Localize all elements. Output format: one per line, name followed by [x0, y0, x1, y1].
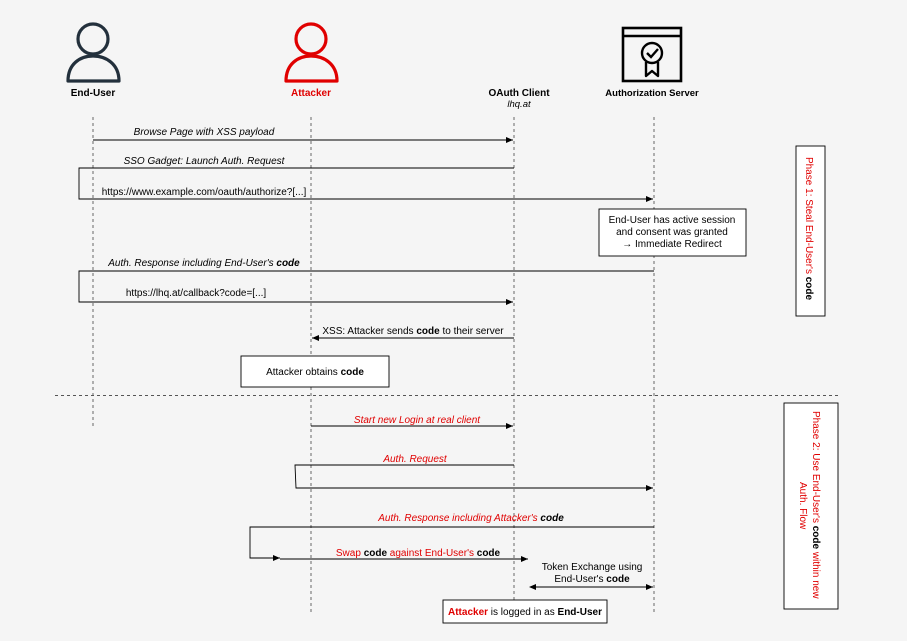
message-label: SSO Gadget: Launch Auth. Request: [124, 156, 286, 167]
phase-1-label: Phase 1: Steal End-User's code: [803, 157, 814, 301]
person-icon: [284, 22, 339, 83]
note-attacker-obtains-code: Attacker obtains code: [240, 355, 390, 388]
message-url: https://lhq.at/callback?code=[...]: [126, 288, 267, 299]
note-line: → Immediate Redirect: [622, 239, 722, 250]
note-line: Attacker obtains code: [266, 367, 364, 378]
message-label: Auth. Request: [382, 454, 448, 465]
message-auth-request: Auth. Request: [294, 454, 653, 491]
message-label: Token Exchange using: [542, 562, 643, 573]
message-sso-gadget: SSO Gadget: Launch Auth. Request https:/…: [78, 156, 653, 202]
note-line: and consent was granted: [616, 227, 728, 238]
actor-label-oauth-client: OAuth Client: [488, 88, 550, 99]
certificate-icon: [621, 26, 683, 83]
actor-authorization-server: Authorization Server: [605, 26, 699, 99]
phase-1-box: Phase 1: Steal End-User's code: [795, 145, 826, 317]
message-xss-send-code: XSS: Attacker sends code to their server: [312, 326, 514, 341]
message-label: XSS: Attacker sends code to their server: [322, 326, 504, 337]
person-icon: [66, 22, 121, 83]
note-attacker-logged-in: Attacker is logged in as End-User: [442, 599, 608, 624]
phase-2-label-line2: Auth. Flow: [797, 482, 808, 530]
actor-attacker: Attacker: [284, 22, 339, 99]
message-swap-code: Swap code against End-User's code: [280, 548, 528, 562]
message-label: Auth. Response including End-User's code: [107, 258, 300, 269]
message-label: Swap code against End-User's code: [336, 548, 501, 559]
actor-host-oauth-client: lhq.at: [507, 99, 531, 110]
message-url: https://www.example.com/oauth/authorize?…: [102, 187, 307, 198]
phase-2-label-line1: Phase 2: Use End-User's code within new: [810, 411, 821, 599]
actor-end-user: End-User: [66, 22, 121, 99]
message-auth-response-attacker: Auth. Response including Attacker's code: [249, 513, 654, 561]
message-label: Auth. Response including Attacker's code: [377, 513, 564, 524]
phase-2-box: Phase 2: Use End-User's code within new …: [783, 402, 839, 610]
note-line: End-User has active session: [609, 215, 736, 226]
actor-label-end-user: End-User: [71, 88, 116, 99]
message-browse-page: Browse Page with XSS payload: [93, 127, 513, 143]
actor-label-authorization-server: Authorization Server: [605, 88, 699, 99]
actor-oauth-client: OAuth Client lhq.at: [488, 88, 550, 110]
message-label: Start new Login at real client: [354, 415, 481, 426]
note-line: Attacker is logged in as End-User: [448, 607, 602, 618]
message-start-new-login: Start new Login at real client: [311, 415, 513, 429]
message-auth-response-end-user: Auth. Response including End-User's code…: [78, 258, 654, 305]
message-token-exchange: Token Exchange using End-User's code: [529, 562, 653, 590]
message-label: End-User's code: [554, 574, 630, 585]
message-label: Browse Page with XSS payload: [134, 127, 275, 138]
actor-label-attacker: Attacker: [291, 88, 331, 99]
note-active-session: End-User has active session and consent …: [598, 208, 747, 257]
